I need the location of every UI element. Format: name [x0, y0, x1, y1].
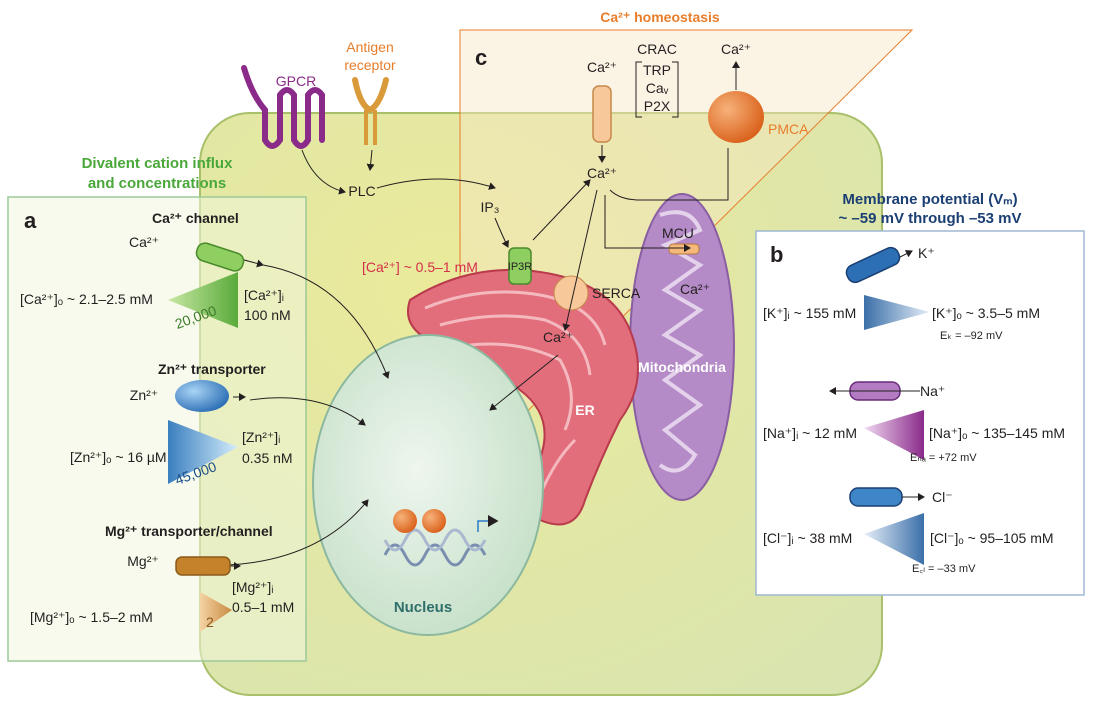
k-channel-cylinder — [845, 246, 901, 284]
ca-in-conc-1: [Ca²⁺]ᵢ — [244, 287, 284, 303]
na-out-conc: [Na⁺]ₒ ~ 135–145 mM — [929, 425, 1065, 441]
ca-gradient-triangle — [168, 272, 238, 328]
serca-pump — [553, 275, 589, 311]
er-concentration: [Ca²⁺] ~ 0.5–1 mM — [362, 259, 478, 275]
k-out-conc: [K⁺]ₒ ~ 3.5–5 mM — [932, 305, 1040, 321]
nucleus — [312, 334, 544, 636]
mg-gradient-triangle — [200, 592, 232, 632]
dna-helix — [383, 509, 499, 567]
signaling-arrows — [227, 61, 740, 570]
cl-out-conc: [Cl⁻]ₒ ~ 95–105 mM — [930, 530, 1054, 546]
pmca-label: PMCA — [768, 121, 809, 137]
ca-out-conc: [Ca²⁺]ₒ ~ 2.1–2.5 mM — [20, 291, 153, 307]
k-gradient-triangle — [864, 295, 930, 330]
mg-transporter-cylinder — [175, 556, 231, 576]
mg-in-conc-2: 0.5–1 mM — [232, 599, 294, 615]
cl-ion-label: Cl⁻ — [932, 489, 953, 505]
ip3r-channel — [508, 247, 532, 285]
panel-c-letter: c — [475, 45, 487, 70]
nucleus-label: Nucleus — [394, 599, 452, 616]
ca-ion-label: Ca²⁺ — [129, 234, 159, 250]
mitochondria — [629, 193, 735, 501]
gpcr-receptor — [241, 65, 325, 149]
zn-out-conc: [Zn²⁺]ₒ ~ 16 µM — [70, 449, 167, 465]
mg-ratio-label: 2 — [206, 614, 214, 630]
crac-label: CRAC — [637, 41, 677, 57]
panel-a-header-2: and concentrations — [88, 175, 226, 192]
pmca-pump — [708, 91, 764, 143]
panel-a-header-1: Divalent cation influx — [82, 155, 234, 172]
plc-label: PLC — [348, 183, 375, 199]
ca-channel-label: Ca²⁺ channel — [152, 210, 239, 226]
mg-ion-label: Mg²⁺ — [127, 553, 159, 569]
zn-in-conc-2: 0.35 nM — [242, 450, 293, 466]
panel-a-box — [7, 196, 307, 662]
homeostasis-title: Ca²⁺ homeostasis — [600, 9, 720, 25]
panel-b-arrows — [829, 250, 925, 501]
mg-out-conc: [Mg²⁺]ₒ ~ 1.5–2 mM — [30, 609, 153, 625]
ca-entry-channel — [592, 85, 612, 143]
antigen-receptor — [352, 77, 389, 145]
zn-transporter-label: Zn²⁺ transporter — [158, 361, 266, 377]
cl-in-conc: [Cl⁻]ᵢ ~ 38 mM — [763, 530, 852, 546]
ek-value: Eₖ = –92 mV — [940, 330, 1003, 342]
crac-bracket — [635, 61, 679, 118]
zn-gradient-triangle — [168, 420, 238, 484]
ca-channel-cylinder — [195, 242, 245, 272]
er-ca-label: Ca²⁺ — [543, 329, 573, 345]
k-ion-label: K⁺ — [918, 245, 935, 261]
p2x-label: P2X — [644, 98, 671, 114]
na-ion-label: Na⁺ — [920, 383, 945, 399]
mito-ca-label: Ca²⁺ — [680, 281, 710, 297]
na-gradient-triangle — [864, 410, 924, 460]
cav-label: Caᵥ — [646, 80, 669, 96]
na-in-conc: [Na⁺]ᵢ ~ 12 mM — [763, 425, 857, 441]
ena-value: Eₙₐ = +72 mV — [910, 452, 977, 464]
zn-transporter-oval — [175, 380, 229, 412]
ca-top-right-label: Ca²⁺ — [721, 41, 751, 57]
panel-b-header-1: Membrane potential (Vₘ) — [842, 191, 1017, 208]
antigen-label-1: Antigen — [346, 39, 393, 55]
ip3r-label: IP3R — [508, 261, 533, 273]
mg-in-conc-1: [Mg²⁺]ᵢ — [232, 579, 273, 595]
mcu-channel — [668, 243, 700, 255]
cl-channel-cylinder — [849, 487, 903, 507]
antigen-label-2: receptor — [344, 57, 396, 73]
serca-label: SERCA — [592, 285, 641, 301]
er-label: ER — [575, 402, 594, 418]
cl-gradient-triangle — [864, 513, 924, 565]
panel-b-header-2: ~ –59 mV through –53 mV — [839, 210, 1022, 227]
ip3-label: IP₃ — [481, 199, 500, 215]
mcu-label: MCU — [662, 225, 694, 241]
panel-b-letter: b — [770, 242, 783, 267]
ecl-value: E꜀ₗ = –33 mV — [912, 563, 976, 575]
trp-label: TRP — [643, 62, 671, 78]
ca-cytosol-label: Ca²⁺ — [587, 165, 617, 181]
mg-transporter-label: Mg²⁺ transporter/channel — [105, 523, 273, 539]
zn-ion-label: Zn²⁺ — [130, 387, 158, 403]
zn-in-conc-1: [Zn²⁺]ᵢ — [242, 429, 280, 445]
gpcr-label: GPCR — [276, 73, 316, 89]
k-in-conc: [K⁺]ᵢ ~ 155 mM — [763, 305, 856, 321]
ca-top-left-label: Ca²⁺ — [587, 59, 617, 75]
panel-a-letter: a — [24, 208, 37, 233]
mitochondria-label: Mitochondria — [638, 359, 726, 375]
ca-in-conc-2: 100 nM — [244, 307, 291, 323]
